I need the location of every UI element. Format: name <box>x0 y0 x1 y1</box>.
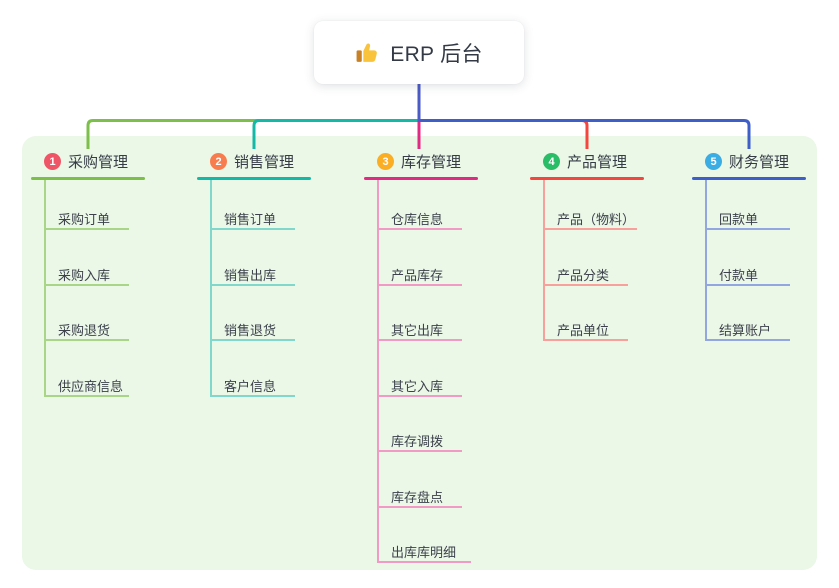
mindmap-group-background <box>22 136 817 570</box>
child-underline <box>705 284 790 286</box>
child-underline <box>44 228 129 230</box>
branch-underline <box>692 177 806 180</box>
branch-child-spine <box>705 180 707 341</box>
child-underline <box>44 284 129 286</box>
node-outbound-detail[interactable]: 出库库明细 <box>391 545 457 560</box>
branch-underline <box>364 177 478 180</box>
node-stock-count[interactable]: 库存盘点 <box>391 490 444 505</box>
child-underline <box>210 395 295 397</box>
branch-sales-node[interactable]: 2 销售管理 <box>210 151 294 172</box>
child-underline <box>377 228 462 230</box>
branch-purchase-node[interactable]: 1 采购管理 <box>44 151 128 172</box>
node-sales-outbound[interactable]: 销售出库 <box>224 268 277 283</box>
branch-child-spine <box>44 180 46 397</box>
node-warehouse-info[interactable]: 仓库信息 <box>391 212 444 227</box>
node-other-inbound[interactable]: 其它入库 <box>391 379 444 394</box>
child-underline <box>44 395 129 397</box>
node-other-outbound[interactable]: 其它出库 <box>391 323 444 338</box>
branch-number-badge: 2 <box>210 153 227 170</box>
child-underline <box>377 561 471 563</box>
branch-sales-label: 销售管理 <box>234 154 295 171</box>
child-underline <box>210 339 295 341</box>
child-underline <box>543 339 628 341</box>
node-supplier-info[interactable]: 供应商信息 <box>58 379 124 394</box>
branch-number-badge: 4 <box>543 153 560 170</box>
child-underline <box>377 395 462 397</box>
node-customer-info[interactable]: 客户信息 <box>224 379 277 394</box>
branch-child-spine <box>377 180 379 563</box>
child-underline <box>44 339 129 341</box>
thumbs-up-icon <box>356 43 378 62</box>
root-node[interactable]: ERP 后台 <box>314 21 524 84</box>
root-node-label: ERP 后台 <box>390 42 483 66</box>
branch-child-spine <box>210 180 212 397</box>
node-sales-return[interactable]: 销售退货 <box>224 323 277 338</box>
branch-product-node[interactable]: 4 产品管理 <box>543 151 627 172</box>
child-underline <box>705 228 790 230</box>
child-underline <box>543 284 628 286</box>
branch-number-badge: 3 <box>377 153 394 170</box>
node-purchase-return[interactable]: 采购退货 <box>58 323 111 338</box>
branch-inventory-node[interactable]: 3 库存管理 <box>377 151 461 172</box>
child-underline <box>210 228 295 230</box>
branch-inventory-label: 库存管理 <box>401 154 462 171</box>
node-stock-transfer[interactable]: 库存调拨 <box>391 434 444 449</box>
child-underline <box>377 284 462 286</box>
child-underline <box>377 339 462 341</box>
branch-finance-node[interactable]: 5 财务管理 <box>705 151 789 172</box>
child-underline <box>377 450 462 452</box>
child-underline <box>543 228 637 230</box>
node-product-material[interactable]: 产品（物料） <box>557 212 636 227</box>
branch-underline <box>31 177 145 180</box>
branch-underline <box>530 177 644 180</box>
branch-purchase-label: 采购管理 <box>68 154 129 171</box>
branch-number-badge: 5 <box>705 153 722 170</box>
node-product-category[interactable]: 产品分类 <box>557 268 610 283</box>
branch-finance-label: 财务管理 <box>729 154 790 171</box>
branch-underline <box>197 177 311 180</box>
node-sales-order[interactable]: 销售订单 <box>224 212 277 227</box>
child-underline <box>210 284 295 286</box>
node-purchase-inbound[interactable]: 采购入库 <box>58 268 111 283</box>
child-underline <box>705 339 790 341</box>
node-purchase-order[interactable]: 采购订单 <box>58 212 111 227</box>
node-product-stock[interactable]: 产品库存 <box>391 268 444 283</box>
branch-number-badge: 1 <box>44 153 61 170</box>
branch-product-label: 产品管理 <box>567 154 628 171</box>
node-receipt-doc[interactable]: 回款单 <box>719 212 759 227</box>
child-underline <box>377 506 462 508</box>
node-product-unit[interactable]: 产品单位 <box>557 323 610 338</box>
node-payment-doc[interactable]: 付款单 <box>719 268 759 283</box>
branch-child-spine <box>543 180 545 341</box>
node-settlement-account[interactable]: 结算账户 <box>719 323 772 338</box>
